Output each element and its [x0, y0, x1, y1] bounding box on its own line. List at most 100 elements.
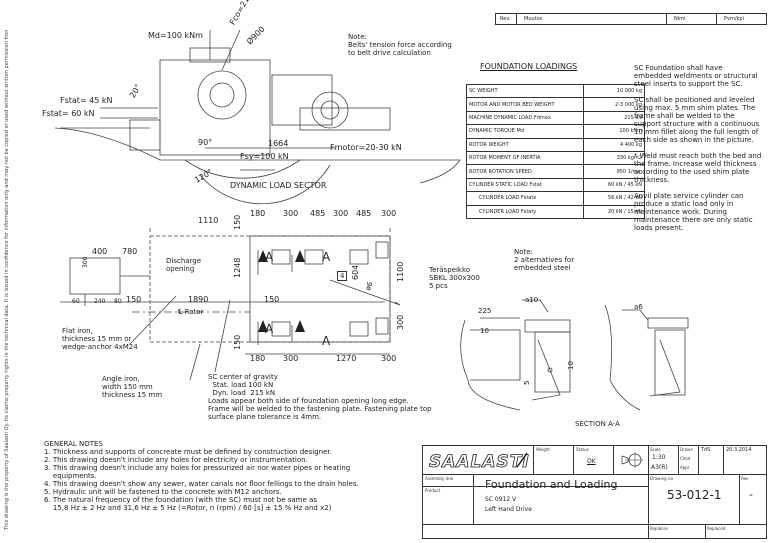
loadings-title: FOUNDATION LOADINGS — [480, 62, 578, 71]
dim-label: 485 — [356, 209, 372, 218]
dim-10: 10 — [480, 327, 489, 335]
loadings-key: ROTOR WEIGHT — [466, 137, 584, 152]
dim-label: 300 — [381, 209, 397, 218]
section-marker: A — [265, 322, 274, 336]
loadings-key: CYLINDER LOAD Fstaty — [466, 204, 584, 219]
general-notes-title: GENERAL NOTES — [44, 440, 103, 448]
loadings-key: ROTOR ROTATION SPEED — [466, 164, 584, 179]
loadings-key: MACHINE DYNAMIC LOAD Fdmax — [466, 110, 584, 126]
rev-value: - — [749, 488, 753, 501]
belt-note: Note: Belts' tension force according to … — [348, 33, 452, 57]
dim1664-label: 1664 — [268, 139, 289, 148]
loadings-value: 215 kN — [583, 110, 645, 126]
loadings-value: 10 000 kg — [583, 83, 645, 99]
replaces-label: Replaces — [650, 526, 668, 531]
status-label: Status — [576, 447, 589, 452]
general-notes: GENERAL NOTES 1. Thickness and supports … — [44, 440, 359, 512]
dim-label: 150 — [264, 295, 280, 304]
general-note-item: 5. Hydraulic unit will be fastened to th… — [44, 488, 282, 496]
revision-strip: Rev. Muutos Nimi Pvm/kpi — [495, 13, 767, 25]
scale-value: 1:30 — [652, 454, 666, 461]
general-note-item: 3. This drawing doesn't include any hole… — [44, 464, 351, 472]
general-note-item: 1. Thickness and supports of concreate m… — [44, 448, 332, 456]
side-note: SC shall be positioned and leveled using… — [634, 96, 760, 144]
dim-label: 180 — [250, 354, 266, 363]
section-title: SECTION A-A — [575, 420, 620, 428]
sheet-size: A3(R) — [651, 464, 668, 471]
dim-label: 780 — [122, 247, 138, 256]
loadings-key: MOTOR AND MOTOR BED WEIGHT — [466, 97, 584, 112]
section-marker: A — [265, 250, 274, 264]
loadings-key: DYNAMIC TORQUE Md — [466, 124, 584, 139]
dim-label: 604 — [351, 264, 360, 280]
dim-label: 1110 — [198, 216, 219, 225]
dim-label: 80 — [114, 298, 122, 305]
dim-10b: 10 — [567, 361, 575, 370]
drawn-value: TdS — [701, 447, 711, 453]
rev-label: Rev. — [500, 16, 511, 22]
status-value: OK — [587, 458, 596, 465]
dim-label: 150 — [233, 334, 242, 350]
loadings-value: 20 kN / 15 kN — [583, 204, 645, 219]
general-note-item: 6. The natural frequency of the foundati… — [44, 496, 317, 504]
loadings-key: SC WEIGHT — [466, 83, 584, 99]
company-logo: SAALASTI — [429, 452, 530, 473]
dim-5: 5 — [523, 380, 531, 385]
checked-label: Chkd — [680, 456, 691, 461]
loadings-key: CYLINDER LOAD Fstatx — [466, 191, 584, 206]
loadings-key: ROTOR MOMENT OF INERTIA — [466, 150, 584, 166]
md-label: Md=100 kNm — [148, 31, 203, 40]
angle-iron-note: Angle iron, width 150 mm thickness 15 mm — [102, 375, 163, 399]
dim-label: 300 — [283, 354, 299, 363]
general-note-item: equipments. — [44, 472, 97, 480]
fstat-label: Fstat= 45 kN — [60, 96, 113, 105]
loadings-key: CYLINDER STATIC LOAD Fstat — [466, 177, 584, 193]
flat-iron-note: Flat iron, thickness 15 mm or wedge-anch… — [62, 327, 138, 351]
drawing-number: 53-012-1 — [667, 488, 722, 502]
section-marker: A — [322, 250, 331, 264]
approved-label: Appr — [680, 465, 690, 470]
general-note-item: 4. This drawing doesn't show any sewer, … — [44, 480, 359, 488]
dim-label: 1890 — [188, 295, 209, 304]
weight-label: Weight — [536, 447, 550, 452]
flatness-box: 4 — [337, 271, 348, 281]
loadings-value: 2-3 000 kg — [583, 97, 645, 112]
teras-note: Teräspeikko SBKL 300x300 5 pcs — [429, 266, 480, 290]
fmotor-label: Fmotor=20-30 kN — [330, 143, 402, 152]
dim-label: 1100 — [396, 261, 405, 282]
dim-label: 150 — [233, 214, 242, 230]
dim-label: 485 — [310, 209, 326, 218]
drawing-subtitle: Left Hand Drive — [485, 506, 532, 513]
replaced-label: Replaced — [707, 526, 726, 531]
side-note: SC Foundation shall have embedded weldme… — [634, 64, 758, 88]
dim-label: 240 — [94, 298, 106, 305]
product-label: Product — [425, 488, 441, 493]
dim-label: 400 — [92, 247, 108, 256]
sector-label: DYNAMIC LOAD SECTOR — [230, 181, 327, 190]
fstat2-label: Fstat= 60 kN — [42, 109, 95, 118]
section-marker: A — [322, 334, 331, 348]
name-label: Nimi — [674, 16, 686, 22]
date-label: Pvm/kpi — [724, 16, 744, 22]
drawing-subtitle: SC 0912 V — [485, 496, 517, 503]
dim-225: 225 — [478, 307, 492, 315]
side-notes: SC Foundation shall have embedded weldme… — [634, 64, 762, 232]
general-note-item: 15,8 Hz ± 2 Hz and 31,6 Hz ± 5 Hz (=Roto… — [44, 504, 332, 512]
scale-label: Scale — [650, 447, 661, 452]
dim-label: 180 — [250, 209, 266, 218]
cog-note: SC center of gravity Stat. load 100 kN D… — [208, 373, 432, 421]
logo-swoosh-icon — [516, 452, 528, 468]
side-note: * Weld must reach both the bed and the f… — [634, 152, 762, 184]
weld-a6: a6 — [634, 303, 643, 311]
date-value: 20.3.2014 — [726, 447, 752, 453]
dim-label: 300 — [396, 314, 405, 330]
